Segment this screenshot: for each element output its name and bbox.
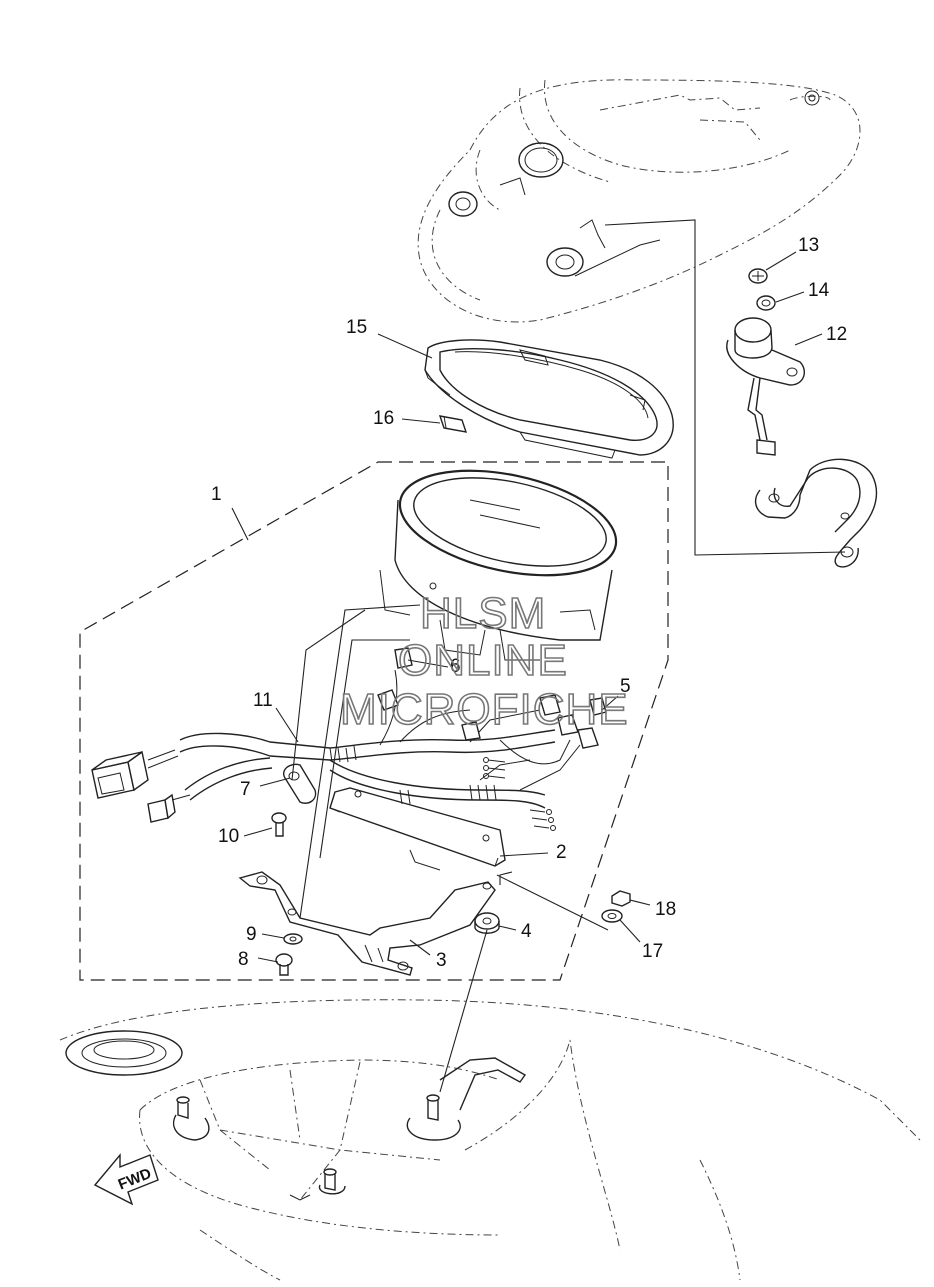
screw-13 [748,268,768,284]
wire-harness [179,647,607,831]
meter-body [379,469,618,661]
watermark: HLSM ONLINE MICROFICHE [339,588,629,735]
label-part-11: 11 [253,690,273,711]
label-part-7: 7 [240,779,251,800]
label-part-10: 10 [218,826,239,847]
label-part-4: 4 [521,921,532,942]
watermark-line-1: HLSM [420,589,546,638]
label-part-5: 5 [620,676,631,697]
label-part-1: 1 [211,484,222,505]
label-part-8: 8 [238,949,249,970]
label-part-2: 2 [556,842,567,863]
assembly-boundary-1 [79,461,669,981]
clip-part [438,415,468,433]
label-part-14: 14 [808,280,830,301]
label-part-18: 18 [655,899,676,920]
bezel-ring [424,339,674,459]
screw-10 [271,812,287,837]
watermark-line-3: MICROFICHE [340,685,629,734]
switch-bracket [754,458,878,568]
plate-2 [329,787,506,871]
label-part-9: 9 [246,924,257,945]
label-part-16: 16 [373,408,394,429]
label-part-12: 12 [826,324,847,345]
meter-cover-outline [417,79,861,323]
lower-cover-outline [59,999,921,1281]
label-leaders [231,251,823,963]
washer-14 [756,295,776,311]
part-labels: 1 2 3 4 5 6 7 8 9 10 11 12 13 14 15 16 1… [211,235,847,971]
clamp-7 [283,763,317,804]
connector-small [147,793,191,823]
washer-17 [601,909,623,923]
watermark-line-2: ONLINE [398,636,568,685]
label-part-6: 6 [450,656,461,677]
grommet-4 [474,912,500,934]
connector-large [91,749,179,799]
bolt-8 [275,953,293,976]
label-part-15: 15 [346,317,367,338]
label-part-13: 13 [798,235,819,256]
fwd-direction-arrow: FWD [93,1153,159,1206]
nut-18 [611,890,631,907]
label-part-17: 17 [642,941,663,962]
meter-bracket-3 [238,871,496,976]
switch-part [726,317,806,456]
washer-9 [283,933,303,945]
label-part-3: 3 [436,950,447,971]
assembly-lines [291,604,609,1093]
assembly-line-cover-bracket [604,219,846,556]
